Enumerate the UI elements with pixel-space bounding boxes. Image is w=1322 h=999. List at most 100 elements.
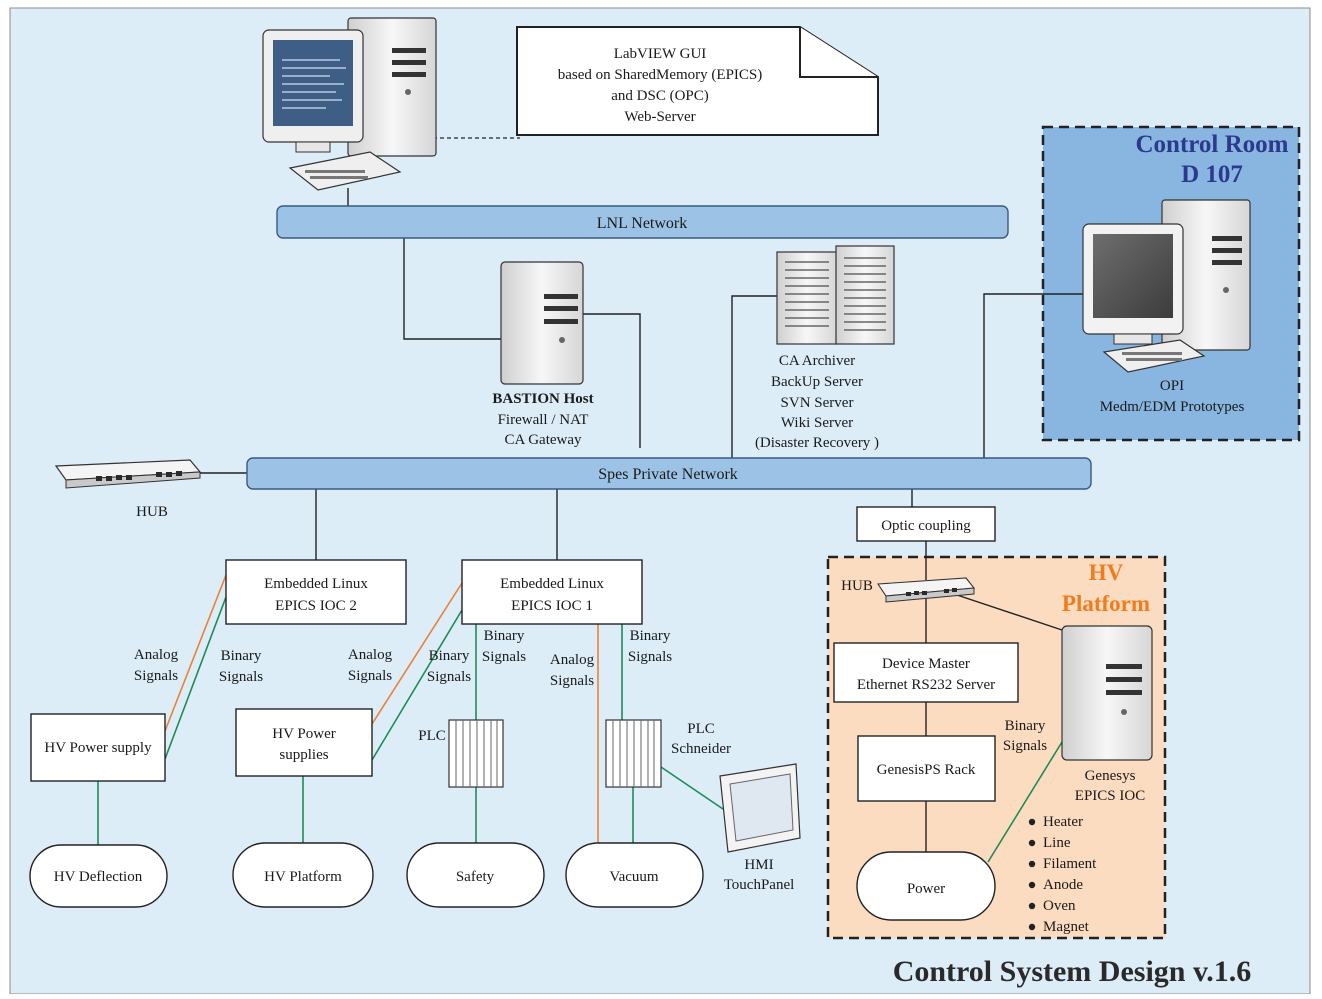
hv-platform-area-title-line2: Platform (1062, 591, 1150, 616)
archiver-label-line3: SVN Server (781, 395, 854, 411)
hv-platform-node (232, 842, 374, 908)
binary-signals-2-line2: Signals (427, 669, 471, 685)
binary-signals-hv-line1: Binary (1005, 718, 1046, 734)
safety-label: Safety (456, 869, 495, 885)
bastion-label-line1: BASTION Host (492, 391, 593, 407)
archiver-label-line4: Wiki Server (781, 415, 853, 431)
hv-platform-area-title-line1: HV (1089, 560, 1124, 585)
hub-left-label: HUB (136, 504, 168, 520)
hub-hv-label: HUB (841, 578, 873, 594)
genesys-items-list: Heater Line Filament Anode Oven Magnet (1028, 814, 1097, 935)
binary-signals-2-line1: Binary (429, 648, 470, 664)
genesis-rack-box (857, 735, 996, 802)
ioc2-label-line1: Embedded Linux (264, 576, 368, 592)
hv-power-supplies-line1: HV Power (272, 726, 335, 742)
note-line-4: Web-Server (624, 109, 695, 125)
note-fold (799, 27, 878, 78)
hmi-label-line1: HMI (744, 857, 773, 873)
hv-power-supply-label: HV Power supply (44, 740, 152, 756)
hub-icon-hv (877, 577, 976, 603)
opi-label-line2: Medm/EDM Prototypes (1100, 399, 1245, 415)
hv-power-supplies-line2: supplies (279, 747, 328, 763)
hv-power-supply-box (30, 713, 166, 782)
analog-signals-2-line2: Signals (348, 668, 392, 684)
genesys-ioc-server-icon (1061, 625, 1153, 761)
analog-signals-1-line1: Analog (134, 647, 179, 663)
genesys-ioc-label-line1: Genesys (1085, 768, 1136, 784)
ioc1-label-line2: EPICS IOC 1 (511, 598, 593, 614)
hmi-label-line2: TouchPanel (724, 877, 795, 893)
hv-platform-label: HV Platform (264, 869, 342, 885)
network-wires (200, 137, 1083, 852)
device-master-line2: Ethernet RS232 Server (857, 677, 995, 693)
spes-network-bus (246, 457, 1092, 490)
plc-schneider-icon (605, 719, 662, 788)
opi-workstation-icon (1082, 199, 1251, 373)
binary-signals-4-line2: Signals (628, 649, 672, 665)
vacuum-label: Vacuum (609, 869, 658, 885)
power-label: Power (907, 881, 945, 897)
binary-signals-1-line2: Signals (219, 669, 263, 685)
genesys-item-oven: Oven (1043, 898, 1076, 914)
note-line-3: and DSC (OPC) (611, 88, 709, 104)
genesys-item-line: Line (1043, 835, 1071, 851)
ioc1-box (461, 559, 643, 625)
safety-node (406, 842, 545, 908)
plc-module-icon (448, 719, 504, 788)
genesys-item-anode: Anode (1043, 877, 1083, 893)
analog-signals-3-line2: Signals (550, 673, 594, 689)
spes-network-label: Spes Private Network (598, 466, 738, 483)
plc-schneider-line2: Schneider (671, 741, 731, 757)
workstation-icon (262, 17, 437, 191)
analog-signals-2-line1: Analog (348, 647, 393, 663)
hv-deflection-label: HV Deflection (54, 869, 143, 885)
hv-deflection-node (29, 844, 168, 908)
optic-coupling-box (856, 506, 996, 542)
diagram-title: Control System Design v.1.6 (893, 955, 1252, 988)
binary-signals-3-line1: Binary (484, 628, 525, 644)
archiver-label-line5: (Disaster Recovery ) (755, 435, 879, 451)
device-master-box (833, 642, 1019, 703)
binary-signals-hv-line2: Signals (1003, 738, 1047, 754)
note-line-2: based on SharedMemory (EPICS) (558, 67, 763, 83)
genesys-item-magnet: Magnet (1043, 919, 1090, 935)
ioc1-label-line1: Embedded Linux (500, 576, 604, 592)
device-master-line1: Device Master (882, 656, 970, 672)
archiver-label-line1: CA Archiver (779, 353, 855, 369)
hmi-touchpanel-icon (719, 763, 801, 853)
ioc2-box (225, 559, 407, 625)
control-room-title-line1: Control Room (1135, 131, 1288, 158)
bastion-label-line3: CA Gateway (504, 432, 582, 448)
archiver-label-line2: BackUp Server (771, 374, 863, 390)
labview-note-card (516, 26, 879, 136)
genesys-item-heater: Heater (1043, 814, 1083, 830)
hv-power-supplies-box (235, 708, 373, 777)
plc-schneider-line1: PLC (687, 721, 715, 737)
binary-signals-1-line1: Binary (221, 648, 262, 664)
archiver-server-icon (776, 245, 895, 345)
analog-signals-1-line2: Signals (134, 668, 178, 684)
genesis-rack-label: GenesisPS Rack (877, 762, 976, 778)
green-links (97, 596, 1063, 863)
binary-signals-3-line2: Signals (482, 649, 526, 665)
hub-icon-left (54, 459, 202, 489)
opi-label-line1: OPI (1160, 378, 1184, 394)
lnl-network-bus (276, 205, 1009, 239)
power-node (856, 851, 996, 921)
control-room-title-line2: D 107 (1181, 161, 1243, 188)
vacuum-node (565, 842, 704, 908)
optic-coupling-label: Optic coupling (881, 518, 971, 534)
note-line-1: LabVIEW GUI (614, 46, 707, 62)
plc-label: PLC (418, 728, 446, 744)
analog-signals-3-line1: Analog (550, 652, 595, 668)
genesys-ioc-label-line2: EPICS IOC (1075, 788, 1145, 804)
bastion-label-line2: Firewall / NAT (498, 412, 589, 428)
bastion-server-icon (500, 261, 584, 385)
ioc2-label-line2: EPICS IOC 2 (275, 598, 357, 614)
orange-links (164, 574, 599, 843)
binary-signals-4-line1: Binary (630, 628, 671, 644)
lnl-network-label: LNL Network (597, 215, 688, 232)
genesys-item-filament: Filament (1043, 856, 1097, 872)
